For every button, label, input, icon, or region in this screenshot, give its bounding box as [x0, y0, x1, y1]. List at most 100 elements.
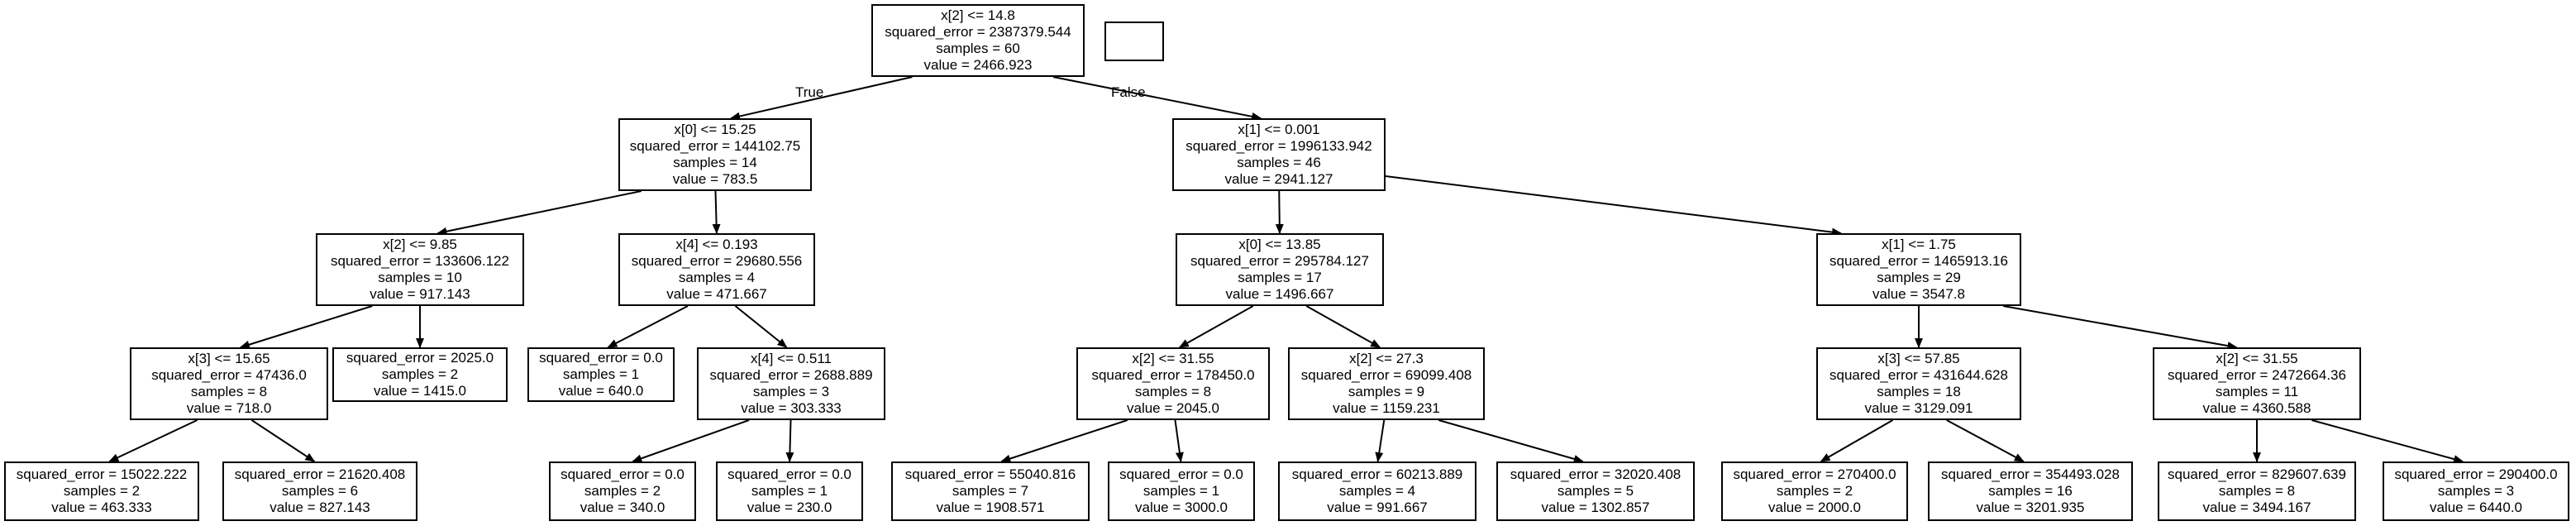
- node-text-line: squared_error = 60213.889: [1291, 466, 1463, 482]
- tree-edge-n2-n5: [1275, 190, 1284, 234]
- node-text-line: x[2] <= 14.8: [941, 7, 1015, 23]
- node-text-line: samples = 2: [381, 366, 459, 382]
- node-text-line: squared_error = 1465913.16: [1829, 253, 2008, 269]
- node-text-line: value = 340.0: [580, 500, 665, 515]
- node-text-line: samples = 18: [1877, 384, 1961, 399]
- node-text-line: x[3] <= 15.65: [188, 351, 270, 366]
- node-text-line: samples = 9: [1348, 384, 1425, 399]
- node-text-line: squared_error = 29680.556: [631, 253, 803, 269]
- node-text-line: samples = 4: [678, 270, 756, 285]
- node-text-line: squared_error = 0.0: [561, 466, 685, 482]
- tree-edge-n5-n12: [1305, 305, 1381, 348]
- node-text-line: squared_error = 178450.0: [1091, 367, 1255, 383]
- node-text-line: x[4] <= 0.511: [751, 351, 832, 366]
- node-text-line: samples = 11: [2215, 384, 2299, 399]
- node-text-line: value = 1496.667: [1225, 286, 1334, 302]
- node-text-line: samples = 1: [1143, 483, 1220, 499]
- tree-edge-n5-n11: [1178, 305, 1254, 348]
- node-text-line: samples = 17: [1238, 270, 1322, 285]
- tree-edge-n7-n16: [250, 419, 316, 462]
- node-text-line: value = 991.667: [1327, 500, 1428, 515]
- tree-edge-n1-n4: [712, 190, 721, 234]
- node-text-line: value = 6440.0: [2429, 500, 2522, 515]
- node-text-line: squared_error = 15022.222: [16, 466, 188, 482]
- node-text-line: samples = 8: [190, 384, 268, 399]
- node-text-line: squared_error = 270400.0: [1733, 466, 1896, 482]
- tree-edge-n13-n23: [1820, 419, 1893, 462]
- node-text-line: samples = 4: [1338, 483, 1416, 499]
- node-text-line: value = 783.5: [672, 171, 758, 187]
- node-text-line: squared_error = 133606.122: [331, 253, 509, 269]
- node-text-line: x[1] <= 1.75: [1882, 237, 1956, 252]
- tree-edge-n6-n14: [2003, 305, 2238, 351]
- node-text-line: squared_error = 431644.628: [1829, 367, 2008, 383]
- tree-edge-n0-n1: [730, 76, 913, 121]
- node-text-line: value = 1908.571: [936, 500, 1045, 515]
- node-text-line: value = 3547.8: [1872, 286, 1965, 302]
- node-text-line: x[2] <= 27.3: [1349, 351, 1424, 366]
- node-text-line: value = 718.0: [186, 400, 272, 416]
- tree-edge-n3-n7: [239, 305, 373, 349]
- node-text-line: value = 917.143: [370, 286, 470, 302]
- tree-edge-n13-n24: [1946, 419, 2025, 462]
- node-text-line: samples = 1: [562, 366, 640, 382]
- tree-edge-n4-n10: [734, 305, 788, 348]
- node-text-line: squared_error = 21620.408: [234, 466, 406, 482]
- node-text-line: samples = 8: [1134, 384, 1212, 399]
- tree-edge-n12-n21: [1375, 419, 1386, 462]
- tree-edge-n1-n3: [436, 190, 642, 236]
- node-text-line: squared_error = 0.0: [539, 350, 663, 366]
- node-text-line: samples = 46: [1237, 155, 1321, 170]
- node-text-line: squared_error = 0.0: [727, 466, 852, 482]
- node-text-line: samples = 2: [584, 483, 661, 499]
- node-text-line: squared_error = 290400.0: [2394, 466, 2558, 482]
- node-text-line: samples = 1: [751, 483, 828, 499]
- node-text-line: value = 640.0: [558, 383, 644, 399]
- node-text-line: squared_error = 144102.75: [629, 138, 801, 154]
- node-text-line: squared_error = 1996133.942: [1185, 138, 1372, 154]
- node-text-line: value = 3000.0: [1134, 500, 1228, 515]
- node-text-line: value = 230.0: [747, 500, 832, 515]
- tree-edge-n0-n2: [1052, 76, 1262, 121]
- tree-edge-n7-n15: [108, 419, 198, 462]
- node-text-line: squared_error = 829607.639: [2168, 466, 2346, 482]
- node-text-line: samples = 60: [936, 41, 1020, 56]
- tree-edge-n14-n26: [2311, 419, 2464, 463]
- node-text-line: x[3] <= 57.85: [1877, 351, 1960, 366]
- node-text-line: samples = 8: [2218, 483, 2296, 499]
- node-text-line: value = 2000.0: [1767, 500, 1861, 515]
- tree-edge-n12-n22: [1438, 419, 1584, 463]
- node-text-line: value = 4360.588: [2202, 400, 2311, 416]
- node-text-line: samples = 16: [1988, 483, 2073, 499]
- node-text-line: samples = 2: [63, 483, 141, 499]
- node-text-line: samples = 6: [281, 483, 359, 499]
- node-text-line: squared_error = 2688.889: [709, 367, 873, 383]
- node-text-line: x[2] <= 9.85: [383, 237, 457, 252]
- node-text-line: samples = 10: [378, 270, 462, 285]
- tree-edge-n11-n20: [1174, 419, 1184, 462]
